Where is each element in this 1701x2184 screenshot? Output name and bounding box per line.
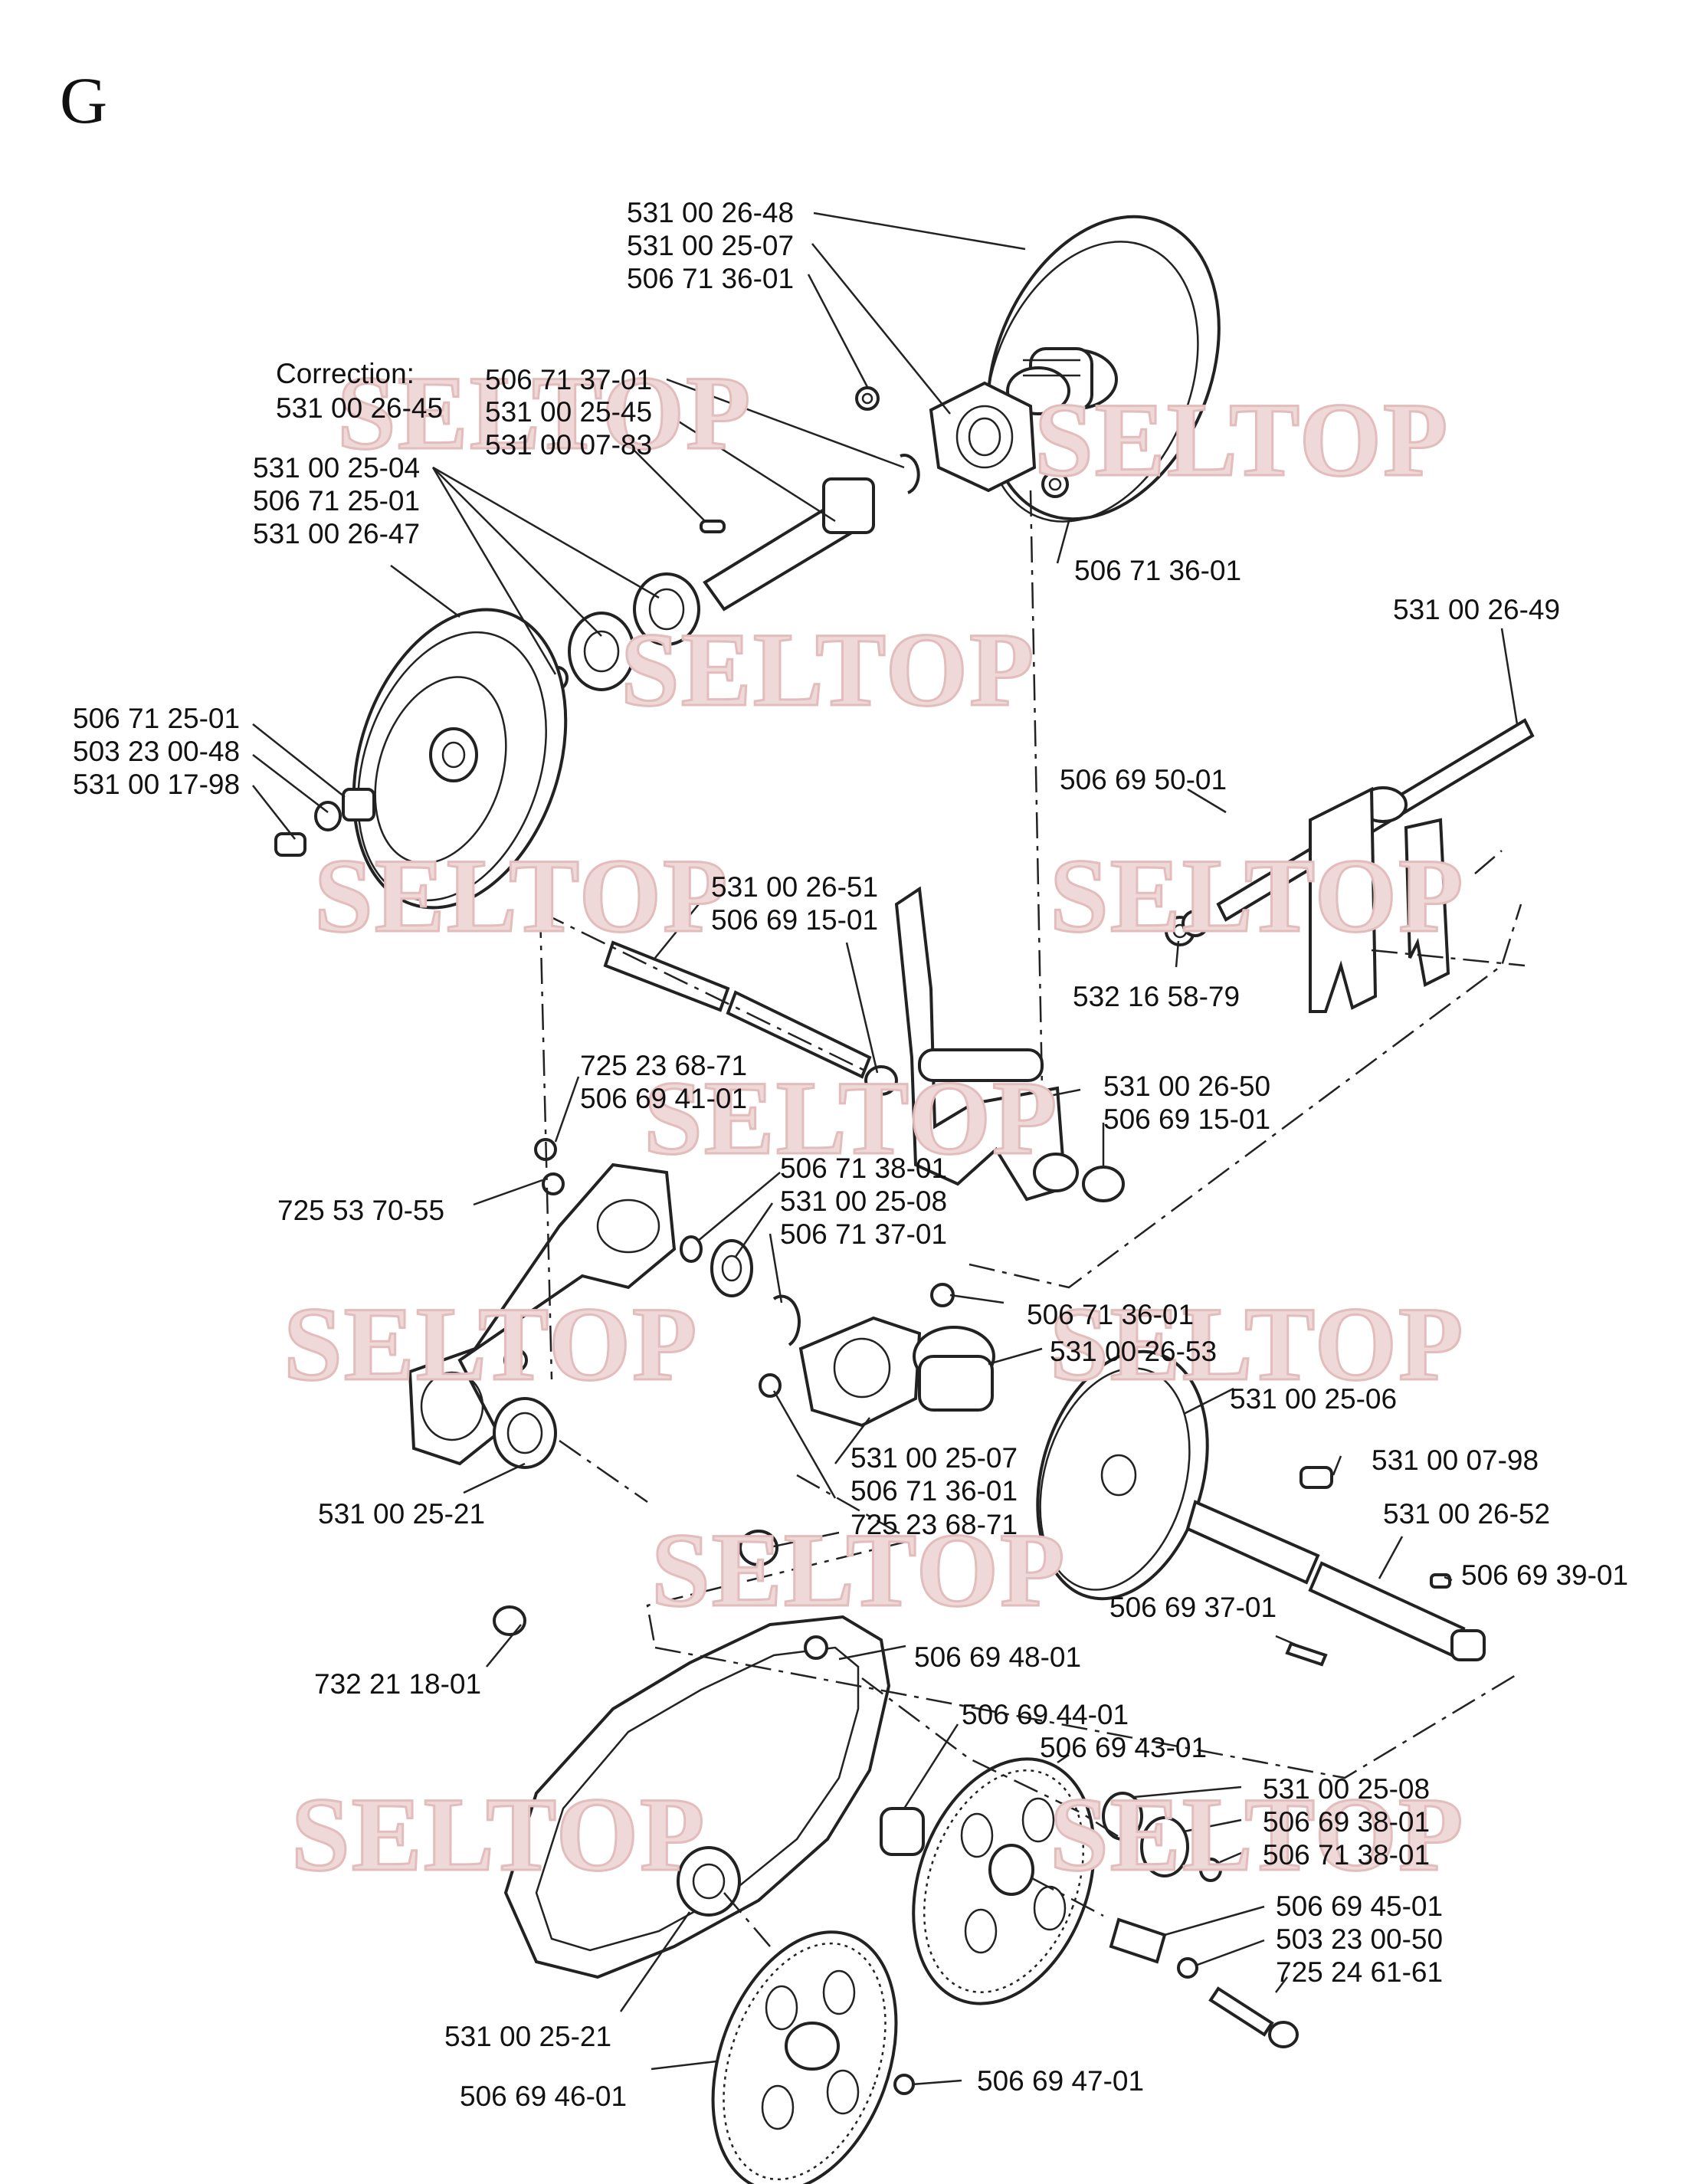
part-label: 531 00 25-04 (253, 452, 420, 484)
part-label: 532 16 58-79 (1073, 981, 1240, 1012)
watermark-text: SELTOP (1050, 1285, 1464, 1402)
watermark-text: SELTOP (314, 837, 729, 954)
pulley-left (274, 608, 568, 910)
part-label: 506 69 48-01 (914, 1641, 1081, 1673)
section-letter: G (60, 64, 107, 137)
part-label: 506 69 38-01 (1263, 1806, 1430, 1838)
part-label: 531 00 25-08 (1263, 1773, 1430, 1805)
watermark-text: SELTOP (1050, 837, 1464, 954)
part-label: 506 71 36-01 (850, 1475, 1018, 1507)
part-label: 506 71 37-01 (485, 364, 652, 395)
part-label: 506 69 15-01 (1103, 1103, 1270, 1135)
part-label: 531 00 26-50 (1103, 1071, 1270, 1102)
part-label: 506 69 43-01 (1040, 1732, 1207, 1763)
part-label: 531 00 26-52 (1383, 1498, 1550, 1530)
part-label: 506 69 45-01 (1276, 1891, 1443, 1922)
gear-right (880, 1757, 1299, 2048)
part-label: 531 00 25-07 (850, 1442, 1018, 1474)
part-label: 725 23 68-71 (580, 1050, 747, 1081)
part-label: 732 21 18-01 (314, 1668, 481, 1700)
shift-shaft-right (1165, 718, 1535, 1013)
part-label: 506 69 47-01 (977, 2065, 1144, 2097)
watermark-text: SELTOP (1034, 381, 1449, 498)
gear-cover (493, 1530, 891, 1979)
assembly-lines (539, 490, 1526, 1947)
part-label: 725 24 61-61 (1276, 1956, 1443, 1988)
part-label: 531 00 26-47 (253, 518, 420, 549)
part-label: 531 00 26-48 (627, 197, 794, 228)
part-label: 506 69 37-01 (1109, 1592, 1277, 1623)
watermark-text: SELTOP (651, 1511, 1066, 1628)
shaft-top (700, 477, 875, 612)
bearing-flange-top (855, 381, 1069, 498)
watermark-text: SELTOP (621, 611, 1035, 728)
housing-bracket (408, 1138, 677, 1466)
shift-lever (894, 886, 1125, 1202)
part-label: 506 71 38-01 (780, 1153, 947, 1184)
pulley-right (1036, 1349, 1486, 1667)
part-label: 531 00 26-49 (1393, 594, 1560, 625)
watermark-text: SELTOP (1050, 1776, 1464, 1893)
part-label: 506 71 36-01 (1027, 1299, 1194, 1330)
bearing-set-middle (493, 1235, 995, 1469)
watermarks: SELTOP SELTOP SELTOP SELTOP SELTOP SELTO… (283, 353, 1464, 1894)
part-label: 531 00 25-21 (318, 1498, 485, 1530)
part-label: 506 71 25-01 (253, 485, 420, 516)
part-label: 531 00 17-98 (73, 769, 240, 800)
watermark-text: SELTOP (644, 1059, 1058, 1176)
part-label: 531 00 25-45 (485, 396, 652, 428)
part-label: 506 69 46-01 (460, 2081, 627, 2112)
gear-bottom (711, 1930, 915, 2184)
part-label: 506 71 36-01 (627, 263, 794, 294)
part-label: 531 00 25-06 (1230, 1383, 1397, 1415)
part-label: 506 69 44-01 (962, 1699, 1129, 1730)
part-label: 506 69 41-01 (580, 1083, 747, 1114)
correction-label: Correction: (276, 358, 415, 389)
part-label: 503 23 00-50 (1276, 1923, 1443, 1955)
watermark-text: SELTOP (337, 354, 752, 471)
part-label: 531 00 25-08 (780, 1185, 947, 1217)
part-label: 531 00 25-21 (444, 2021, 611, 2052)
watermark-text: SELTOP (291, 1776, 706, 1893)
part-label: 531 00 25-07 (627, 230, 794, 261)
part-label: 506 69 50-01 (1060, 764, 1227, 795)
part-label: 506 71 36-01 (1074, 555, 1241, 586)
part-label: 506 69 15-01 (711, 904, 878, 936)
correction-part-number: 531 00 26-45 (276, 392, 443, 424)
part-label: 506 69 39-01 (1461, 1559, 1628, 1591)
part-label: 506 71 25-01 (73, 703, 240, 734)
part-labels: Correction: 531 00 26-45 531 00 26-48 53… (73, 197, 1628, 2112)
part-label: 503 23 00-48 (73, 736, 240, 767)
part-label: 506 71 38-01 (1263, 1839, 1430, 1871)
part-label: 531 00 26-51 (711, 871, 878, 903)
part-label: 531 00 07-83 (485, 429, 652, 461)
watermark-text: SELTOP (284, 1285, 698, 1402)
part-label: 725 23 68-71 (850, 1509, 1018, 1540)
drawing-parts (274, 215, 1535, 2184)
part-label: 725 53 70-55 (277, 1195, 444, 1226)
part-label: 531 00 26-53 (1050, 1336, 1217, 1367)
part-label: 506 71 37-01 (780, 1218, 947, 1250)
part-label: 531 00 07-98 (1372, 1445, 1539, 1476)
small-gears (1102, 1792, 1222, 1882)
leader-lines (252, 212, 1519, 2086)
